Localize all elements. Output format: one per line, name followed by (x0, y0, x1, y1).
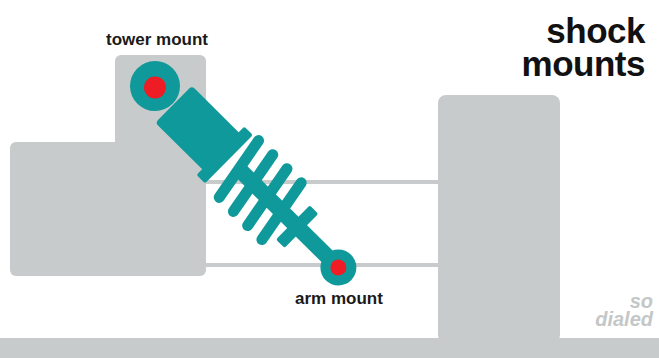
watermark: so dialed (589, 292, 653, 328)
ground-bar (0, 338, 659, 358)
tower-eye (120, 51, 191, 122)
arm-eye (313, 242, 364, 293)
shock-absorber (113, 44, 375, 304)
diagram-title: shock mounts (510, 14, 645, 80)
tower-mount-point (139, 72, 170, 103)
wheel-upright (438, 95, 560, 343)
arm-mount-point (327, 256, 350, 279)
lower-spring-seat (276, 205, 318, 248)
part-label: tower mount (106, 30, 208, 50)
part-label: arm mount (295, 289, 383, 309)
